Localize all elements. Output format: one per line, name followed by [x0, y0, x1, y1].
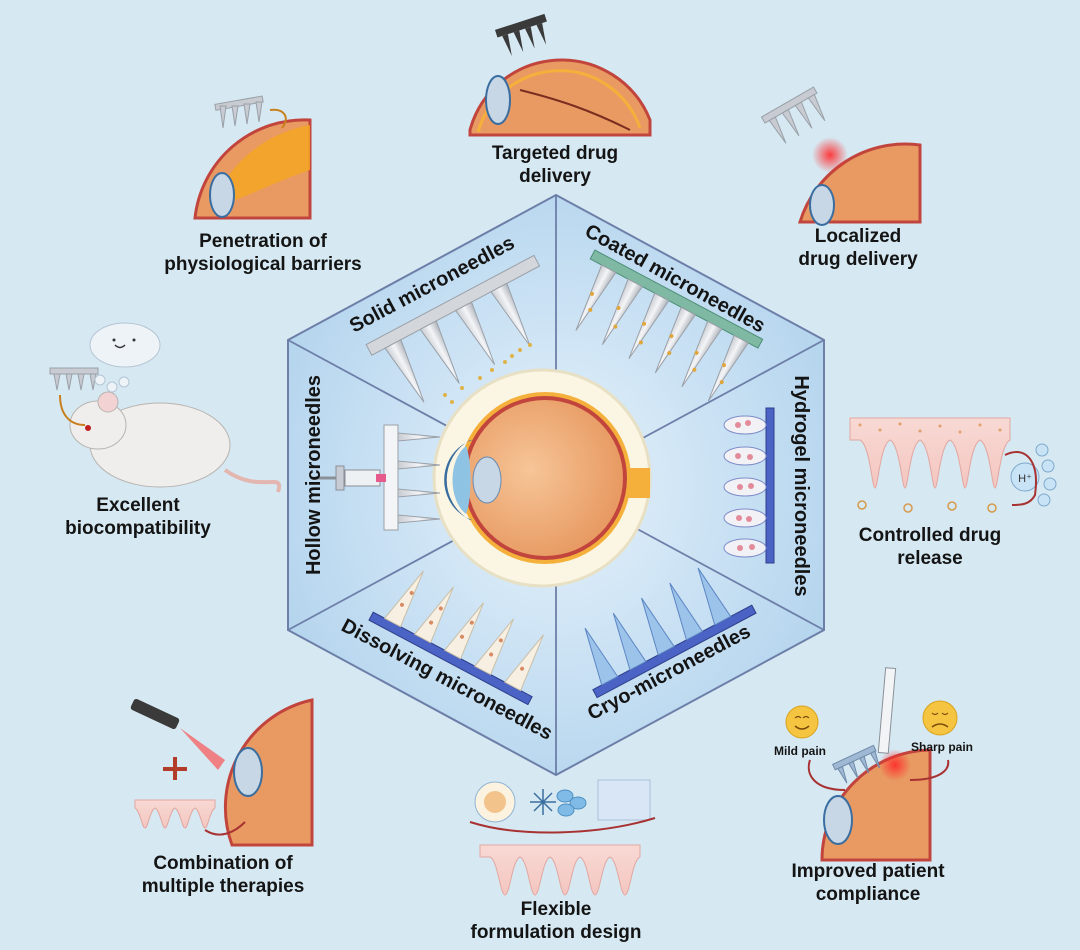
- localized-delivery-eye-icon: [760, 86, 922, 226]
- hollow-microneedle-icon: [315, 424, 441, 531]
- targeted-delivery-eye-icon: [468, 13, 652, 137]
- segment-label-hollow: Hollow microneedles: [303, 375, 325, 575]
- caption-combination-therapies: Combination of multiple therapies: [141, 853, 305, 897]
- solid-microneedle-icon: [365, 254, 541, 403]
- caption-localized-delivery: Localized drug delivery: [798, 226, 918, 270]
- rat-icon: [49, 322, 282, 493]
- central-eye-icon: [432, 368, 652, 588]
- mild-pain-face-icon: [785, 705, 819, 739]
- label-mild-pain: Mild pain: [774, 744, 826, 758]
- caption-biocompatibility: Excellent biocompatibility: [65, 495, 211, 539]
- patient-compliance-icon: [785, 667, 958, 862]
- hydrogel-microneedle-icon: [723, 407, 775, 564]
- plus-icon: [163, 757, 187, 780]
- dissolving-microneedle-icon: [368, 570, 544, 706]
- combination-therapy-icon: [130, 698, 314, 847]
- cryo-microneedle-icon: [584, 567, 757, 699]
- drug-particles: [443, 343, 532, 404]
- controlled-release-patch-icon: H⁺: [849, 417, 1057, 513]
- coated-microneedle-icon: [575, 249, 764, 402]
- proton-label: H⁺: [1018, 473, 1032, 485]
- penetration-eye-icon: [193, 95, 312, 220]
- happy-cloud-icon: [89, 322, 161, 393]
- caption-penetration: Penetration of physiological barriers: [164, 231, 362, 275]
- caption-formulation-design: Flexible formulation design: [470, 899, 642, 943]
- formulation-design-icon: [469, 779, 656, 896]
- sharp-pain-face-icon: [922, 700, 958, 736]
- segment-label-hydrogel: Hydrogel microneedles: [790, 375, 812, 596]
- caption-controlled-release: Controlled drug release: [858, 525, 1002, 569]
- caption-targeted-delivery: Targeted drug delivery: [491, 143, 619, 187]
- caption-patient-compliance: Improved patient compliance: [791, 861, 945, 905]
- label-sharp-pain: Sharp pain: [910, 740, 974, 754]
